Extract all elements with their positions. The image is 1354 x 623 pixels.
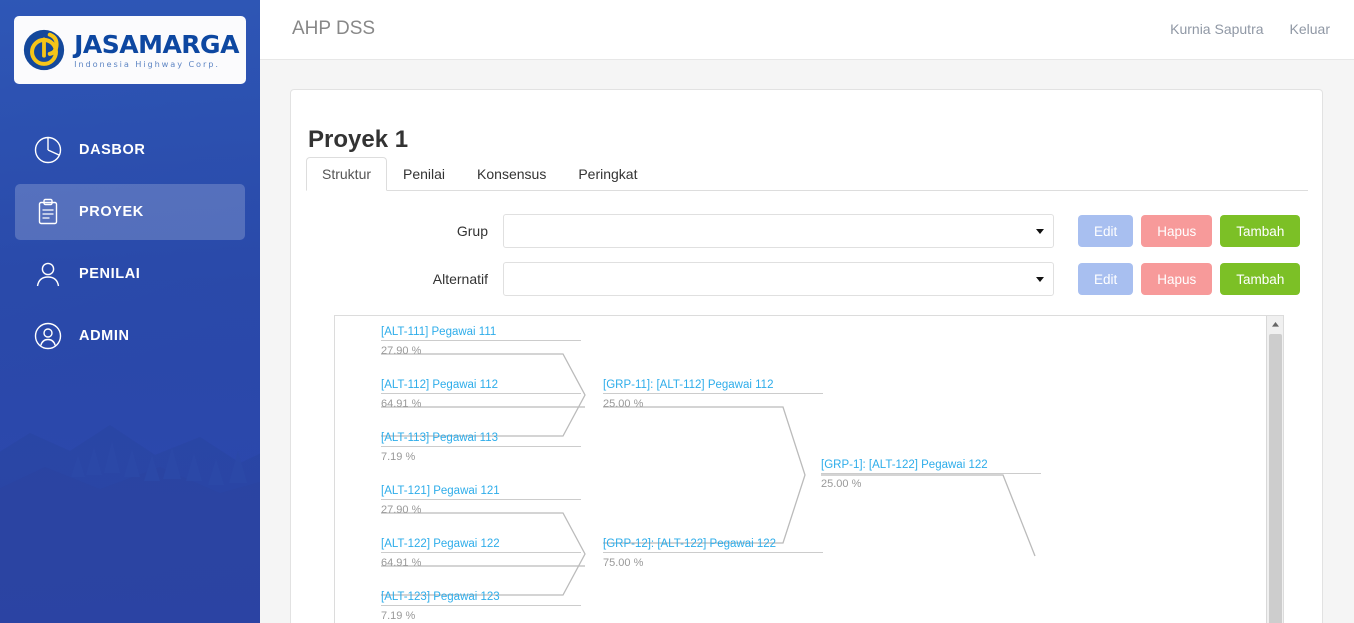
tree-node-label[interactable]: [ALT-123] Pegawai 123	[381, 591, 500, 603]
sidebar-label-proyek: PROYEK	[79, 204, 144, 220]
brand-logo[interactable]: JASAMARGA Indonesia Highway Corp.	[14, 16, 246, 84]
tree-node-alt-111[interactable]: [ALT-111] Pegawai 111 27.90 %	[381, 326, 581, 357]
label-grup: Grup	[456, 223, 488, 239]
tree-node-rule	[603, 552, 823, 553]
tree-node-rule	[821, 473, 1041, 474]
scrollbar-thumb[interactable]	[1269, 334, 1282, 623]
tree-node-label[interactable]: [GRP-11]: [ALT-112] Pegawai 112	[603, 379, 774, 391]
alternatif-button-group: Edit Hapus Tambah	[1078, 263, 1301, 295]
tree-node-rule	[381, 446, 581, 447]
tree-node-label[interactable]: [GRP-1]: [ALT-122] Pegawai 122	[821, 459, 988, 471]
tab-peringkat[interactable]: Peringkat	[578, 166, 638, 183]
tree-node-alt-122[interactable]: [ALT-122] Pegawai 122 64.91 %	[381, 538, 581, 569]
jasamarga-logo-icon	[23, 29, 65, 71]
tree-node-alt-112[interactable]: [ALT-112] Pegawai 112 64.91 %	[381, 379, 581, 410]
tree-node-label[interactable]: [ALT-113] Pegawai 113	[381, 432, 498, 444]
user-circle-icon	[31, 319, 65, 353]
form-row-grup: Grup Edit Hapus Tambah	[291, 214, 1322, 248]
tree-node-percent: 25.00 %	[603, 398, 644, 410]
sidebar: JASAMARGA Indonesia Highway Corp. DASBOR	[0, 0, 260, 623]
tree-node-rule	[381, 605, 581, 606]
navbar-user[interactable]: Kurnia Saputra	[1170, 21, 1264, 37]
tree-node-rule	[381, 552, 581, 553]
scroll-up-icon[interactable]	[1267, 316, 1283, 333]
logout-link[interactable]: Keluar	[1289, 21, 1330, 37]
tree-node-rule	[381, 499, 581, 500]
form-row-alternatif: Alternatif Edit Hapus Tambah	[291, 262, 1322, 296]
tree-node-percent: 27.90 %	[381, 345, 422, 357]
tree-connector-lines	[381, 353, 1036, 596]
tree-node-label[interactable]: [ALT-121] Pegawai 121	[381, 485, 500, 497]
grup-button-group: Edit Hapus Tambah	[1078, 215, 1301, 247]
clipboard-icon	[31, 195, 65, 229]
sidebar-background	[0, 0, 260, 623]
label-alternatif: Alternatif	[432, 271, 488, 287]
sidebar-item-penilai[interactable]: PENILAI	[15, 246, 245, 302]
sidebar-item-proyek[interactable]: PROYEK	[15, 184, 245, 240]
tree-node-alt-113[interactable]: [ALT-113] Pegawai 113 7.19 %	[381, 432, 581, 463]
tab-bar: Struktur Penilai Konsensus Peringkat	[306, 157, 1308, 191]
tree-node-percent: 7.19 %	[381, 610, 416, 622]
logo-tagline: Indonesia Highway Corp.	[74, 58, 220, 69]
tree-node-rule	[381, 393, 581, 394]
grup-hapus-button[interactable]: Hapus	[1141, 215, 1213, 247]
alternatif-tambah-button[interactable]: Tambah	[1220, 263, 1301, 295]
tab-konsensus[interactable]: Konsensus	[477, 166, 547, 183]
tree-node-label[interactable]: [ALT-122] Pegawai 122	[381, 538, 500, 550]
top-navbar: AHP DSS Kurnia Saputra Keluar	[260, 0, 1354, 60]
sidebar-nav: DASBOR PROYEK	[0, 122, 260, 370]
chevron-down-icon	[1036, 277, 1044, 282]
alternatif-hapus-button[interactable]: Hapus	[1141, 263, 1213, 295]
user-icon	[31, 257, 65, 291]
alternatif-edit-button[interactable]: Edit	[1078, 263, 1134, 295]
sidebar-item-dasbor[interactable]: DASBOR	[15, 122, 245, 178]
sidebar-label-admin: ADMIN	[79, 328, 130, 344]
tree-node-percent: 7.19 %	[381, 451, 416, 463]
tree-node-label[interactable]: [ALT-111] Pegawai 111	[381, 326, 497, 338]
sidebar-label-dasbor: DASBOR	[79, 142, 146, 158]
tree-scrollbar[interactable]	[1266, 316, 1283, 623]
logo-wordmark: JASAMARGA	[74, 29, 239, 59]
tree-node-percent: 75.00 %	[603, 557, 644, 569]
navbar-right: Kurnia Saputra Keluar	[1170, 21, 1330, 37]
pie-chart-icon	[31, 133, 65, 167]
tree-canvas: [ALT-111] Pegawai 111 27.90 % [ALT-112] …	[335, 316, 1265, 623]
tree-node-rule	[603, 393, 823, 394]
grup-edit-button[interactable]: Edit	[1078, 215, 1134, 247]
sidebar-label-penilai: PENILAI	[79, 266, 141, 282]
tree-node-rule	[381, 340, 581, 341]
tree-node-grp-11[interactable]: [GRP-11]: [ALT-112] Pegawai 112 25.00 %	[603, 379, 823, 410]
project-card: Proyek 1 Struktur Penilai Konsensus Peri…	[290, 89, 1323, 623]
grup-select[interactable]	[503, 214, 1054, 248]
tree-node-alt-121[interactable]: [ALT-121] Pegawai 121 27.90 %	[381, 485, 581, 516]
tree-node-grp-1[interactable]: [GRP-1]: [ALT-122] Pegawai 122 25.00 %	[821, 459, 1041, 490]
chevron-down-icon	[1036, 229, 1044, 234]
tree-node-label[interactable]: [GRP-12]: [ALT-122] Pegawai 122	[603, 538, 777, 550]
grup-tambah-button[interactable]: Tambah	[1220, 215, 1301, 247]
tree-node-alt-123[interactable]: [ALT-123] Pegawai 123 7.19 %	[381, 591, 581, 622]
tree-node-label[interactable]: [ALT-112] Pegawai 112	[381, 379, 498, 391]
tree-node-percent: 64.91 %	[381, 557, 422, 569]
sidebar-item-admin[interactable]: ADMIN	[15, 308, 245, 364]
mountain-forest-graphic	[0, 425, 260, 623]
tree-node-percent: 25.00 %	[821, 478, 862, 490]
app-brand[interactable]: AHP DSS	[292, 18, 376, 39]
hierarchy-tree-panel: [ALT-111] Pegawai 111 27.90 % [ALT-112] …	[334, 315, 1284, 623]
tree-node-grp-12[interactable]: [GRP-12]: [ALT-122] Pegawai 122 75.00 %	[603, 538, 823, 569]
alternatif-select[interactable]	[503, 262, 1054, 296]
tab-struktur[interactable]: Struktur	[306, 157, 388, 191]
page-title: Proyek 1	[308, 126, 409, 154]
tree-node-percent: 27.90 %	[381, 504, 422, 516]
tab-penilai[interactable]: Penilai	[403, 166, 446, 183]
tree-node-percent: 64.91 %	[381, 398, 422, 410]
